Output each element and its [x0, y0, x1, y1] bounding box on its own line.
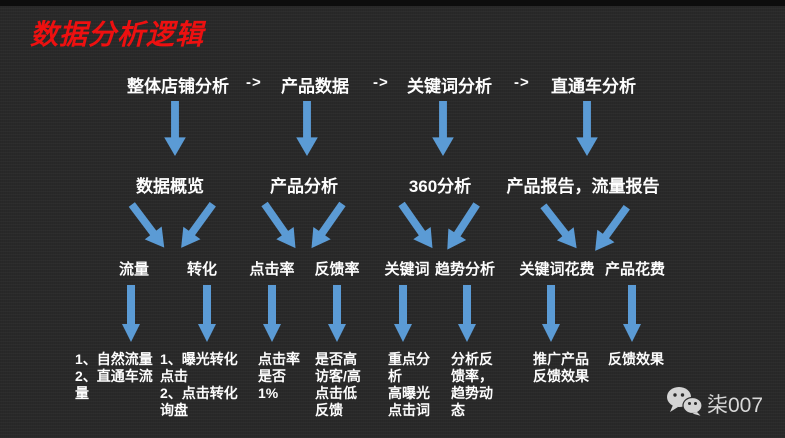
flow-node-l1-shop-analysis: 整体店铺分析 — [127, 77, 229, 96]
down-arrow-icon — [296, 101, 318, 156]
flow-note-trend-detail: 分析反 馈率， 趋势动 态 — [451, 351, 493, 418]
diagonal-arrow-icon — [123, 198, 173, 254]
flow-arrow-separator: -> — [514, 74, 530, 91]
down-arrow-icon — [623, 285, 641, 342]
diagonal-arrow-icon — [172, 198, 222, 255]
diagonal-arrow-icon — [438, 198, 486, 255]
down-arrow-icon — [263, 285, 281, 342]
flow-node-l3-trend-analysis: 趋势分析 — [434, 261, 496, 278]
watermark-text: 柒007 — [707, 394, 764, 417]
page-title: 数据分析逻辑 — [30, 19, 205, 50]
down-arrow-icon — [328, 285, 346, 342]
flow-node-l3-ctr: 点击率 — [249, 261, 295, 278]
flow-node-l1-keyword-analysis: 关键词分析 — [407, 77, 492, 96]
diagonal-arrow-icon — [256, 198, 305, 255]
down-arrow-icon — [576, 101, 598, 156]
down-arrow-icon — [458, 285, 476, 342]
flow-node-l3-conversion: 转化 — [186, 261, 218, 278]
diagonal-arrow-icon — [393, 198, 442, 255]
flow-node-l2-360-analysis: 360分析 — [408, 177, 472, 196]
down-arrow-icon — [164, 101, 186, 156]
flow-node-l3-traffic: 流量 — [118, 261, 150, 278]
flow-note-ctr-detail: 点击率 是否 1% — [258, 351, 300, 401]
down-arrow-icon — [432, 101, 454, 156]
flow-note-feedback-detail: 是否高 访客/高 点击低 反馈 — [315, 351, 361, 418]
down-arrow-icon — [542, 285, 560, 342]
down-arrow-icon — [198, 285, 216, 342]
diagonal-arrow-icon — [303, 198, 352, 255]
flow-note-product-spend-detail: 反馈效果 — [608, 351, 664, 367]
flow-note-keyword-detail: 重点分 析 高曝光 点击词 — [388, 351, 430, 418]
flow-node-l2-reports: 产品报告，流量报告 — [506, 177, 660, 196]
flow-node-l2-data-overview: 数据概览 — [136, 177, 204, 196]
flow-node-l3-feedback-rate: 反馈率 — [314, 261, 360, 278]
down-arrow-icon — [122, 285, 140, 342]
flow-node-l3-product-spend: 产品花费 — [604, 261, 666, 278]
flow-arrow-separator: -> — [246, 74, 262, 91]
top-edge-strip — [0, 0, 785, 6]
flow-node-l2-product-analysis: 产品分析 — [270, 177, 338, 196]
flow-node-l3-keywords: 关键词 — [384, 261, 430, 278]
wechat-icon — [666, 386, 703, 416]
flow-arrow-separator: -> — [373, 74, 389, 91]
flow-node-l1-product-data: 产品数据 — [281, 77, 349, 96]
flow-note-traffic-detail: 1、自然流量 2、直通车流 量 — [75, 351, 153, 401]
diagonal-arrow-icon — [535, 199, 586, 255]
flow-note-keyword-spend-detail: 推广产品 反馈效果 — [533, 351, 589, 384]
flow-node-l1-zhitongche-analysis: 直通车分析 — [551, 77, 636, 96]
flow-node-l3-keyword-spend: 关键词花费 — [519, 261, 595, 278]
flow-note-conversion-detail: 1、曝光转化 点击 2、点击转化 询盘 — [160, 351, 238, 418]
down-arrow-icon — [394, 285, 412, 342]
diagonal-arrow-icon — [586, 201, 636, 258]
